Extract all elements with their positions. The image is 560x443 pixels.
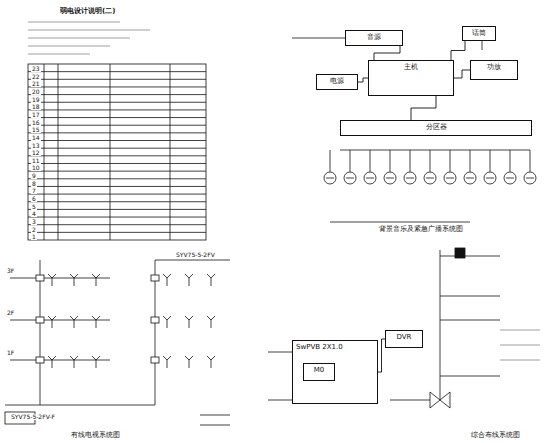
floor-label: 2F <box>6 310 15 316</box>
system-box: M0 <box>303 363 335 381</box>
row-number: 16 <box>31 120 41 126</box>
connector <box>358 78 368 82</box>
box-text: M0 <box>307 366 331 374</box>
row-number: 14 <box>31 135 41 141</box>
row-number: 19 <box>31 97 41 103</box>
row-number: 15 <box>31 127 41 133</box>
connector <box>451 41 465 60</box>
box-text: 电源 <box>320 77 354 85</box>
box-text: DVR <box>389 333 419 341</box>
box-text: SwPVB 2X1.0 <box>296 343 374 351</box>
row-number: 20 <box>31 89 41 95</box>
row-number: 10 <box>31 165 41 171</box>
drawing-caption: 有线电视系统图 <box>70 432 121 439</box>
row-number: 12 <box>31 150 41 156</box>
system-box: 电源 <box>316 74 358 90</box>
drawing-caption: 背景音乐及紧急广播系统图 <box>378 226 464 233</box>
row-number: 7 <box>31 188 37 194</box>
row-number: 5 <box>31 204 37 210</box>
row-number: 6 <box>31 196 37 202</box>
connector <box>411 96 436 120</box>
system-box: 分区器 <box>340 120 532 136</box>
row-number: 8 <box>31 181 37 187</box>
connector <box>378 339 385 372</box>
box-text: 话筒 <box>466 29 492 37</box>
row-number: 23 <box>31 66 41 72</box>
box-text: 功放 <box>474 63 514 71</box>
row-number: 11 <box>31 158 41 164</box>
box-text: 主机 <box>372 63 450 71</box>
row-number: 1 <box>31 234 37 240</box>
system-box: DVR <box>385 330 423 348</box>
connector <box>374 46 400 60</box>
row-number: 2 <box>31 227 37 233</box>
sheet-title: 弱电设计说明(二) <box>60 6 115 16</box>
row-number: 17 <box>31 112 41 118</box>
row-number: 21 <box>31 81 41 87</box>
connector <box>454 70 470 78</box>
drawing-caption: 综合布线系统图 <box>470 432 521 439</box>
system-box: 功放 <box>470 60 518 80</box>
box-text: 音源 <box>349 33 399 41</box>
floor-label: 1F <box>6 350 15 356</box>
system-box: 话筒 <box>462 26 496 41</box>
row-number: 22 <box>31 74 41 80</box>
row-number: 9 <box>31 173 37 179</box>
floor-label: 3F <box>6 268 15 274</box>
row-number: 13 <box>31 143 41 149</box>
system-box: 主机 <box>368 60 454 96</box>
cable-label: SYV75-5-2FV-F <box>10 414 56 420</box>
cable-label: SYV75-5-2FV <box>175 252 216 258</box>
row-number: 4 <box>31 211 37 217</box>
box-text: 分区器 <box>344 123 528 131</box>
system-box: SwPVB 2X1.0M0 <box>292 340 378 404</box>
row-number: 3 <box>31 219 37 225</box>
system-box: 音源 <box>345 30 403 46</box>
row-number: 18 <box>31 104 41 110</box>
